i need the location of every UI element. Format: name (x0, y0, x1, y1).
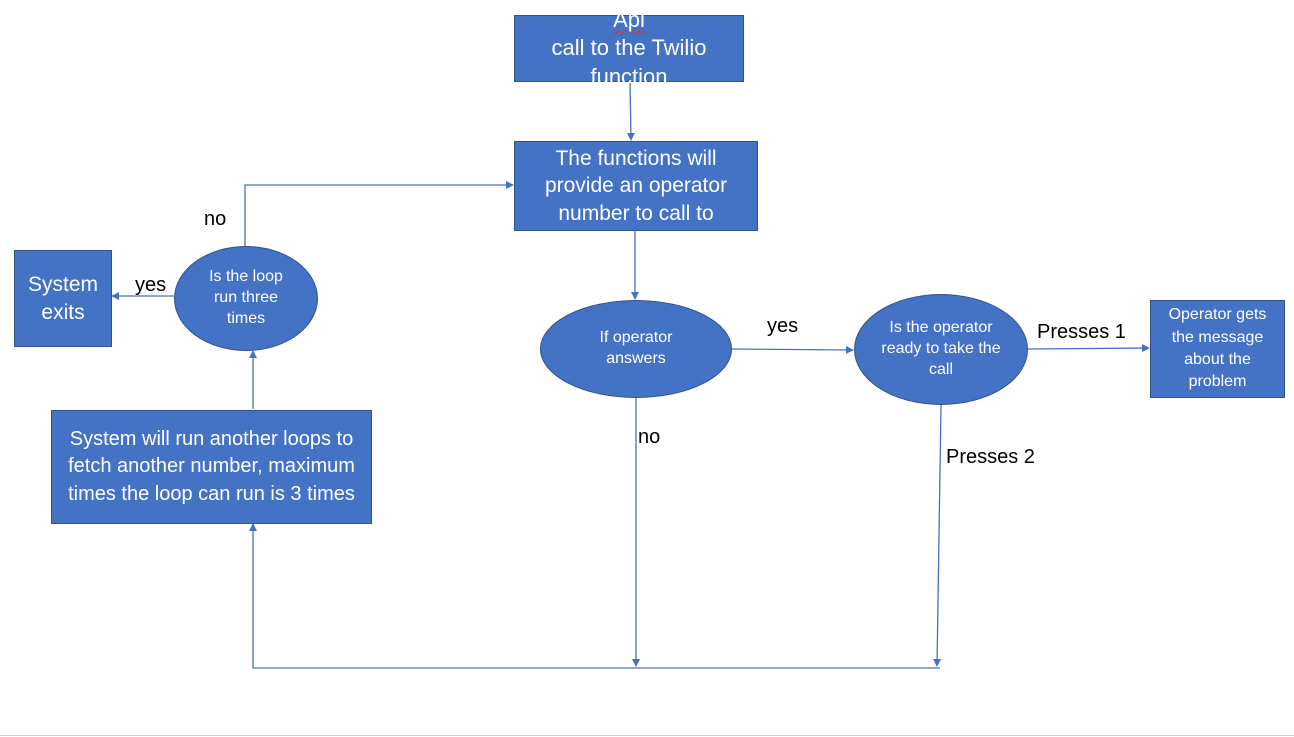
operator-gets-message-text: Operator gets the message about the prob… (1168, 306, 1267, 391)
connector-answers-yes (731, 345, 854, 354)
system-exits-text: System exits (27, 273, 98, 324)
label-presses-2: Presses 2 (946, 446, 1035, 468)
system-exits-box: System exits (14, 250, 112, 347)
operator-answers-decision: If operator answers (540, 300, 732, 398)
connector-presses-1 (1027, 344, 1150, 353)
api-call-text: call to the Twilio function (551, 35, 707, 89)
connector-loop-no (244, 181, 514, 246)
run-another-loop-text: System will run another loops to fetch a… (68, 427, 355, 505)
label-loop-yes: yes (135, 274, 167, 296)
operator-gets-message-box: Operator gets the message about the prob… (1150, 300, 1285, 398)
operator-ready-text: Is the operator ready to take the call (881, 319, 1001, 378)
operator-answers-text: If operator answers (599, 329, 673, 367)
functions-provide-text: The functions will provide an operator n… (544, 147, 728, 225)
api-word: Api (613, 6, 645, 32)
loop-check-decision: Is the loop run three times (174, 246, 318, 351)
api-call-box: Api call to the Twilio function (514, 7, 744, 89)
operator-ready-decision: Is the operator ready to take the call (854, 294, 1028, 405)
label-answers-yes: yes (767, 315, 799, 337)
functions-provide-box: The functions will provide an operator n… (514, 141, 758, 231)
connector-bottom-return (249, 523, 940, 669)
bottom-divider (0, 735, 1294, 736)
run-another-loop-box: System will run another loops to fetch a… (51, 410, 372, 524)
label-presses-1: Presses 1 (1037, 321, 1126, 343)
loop-check-text: Is the loop run three times (209, 268, 283, 327)
label-loop-no: no (204, 208, 227, 230)
connector-api-to-functions (626, 81, 635, 141)
connector-presses-2 (933, 404, 942, 667)
label-answers-no: no (638, 426, 661, 448)
